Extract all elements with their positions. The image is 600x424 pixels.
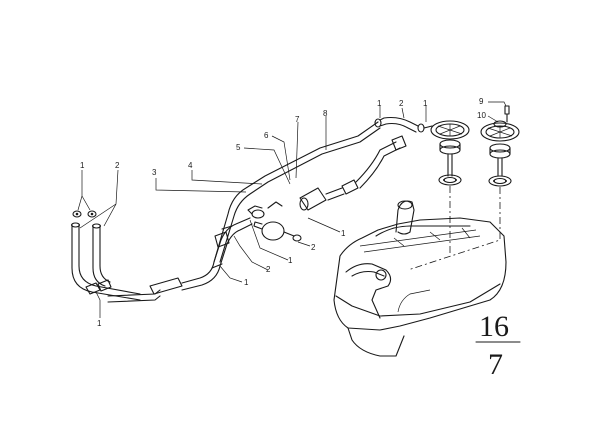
- callout-7: 7: [295, 115, 300, 124]
- main-fuel-line: [107, 121, 381, 303]
- callout-8: 8: [323, 109, 328, 118]
- callout-6: 6: [264, 131, 269, 140]
- callout-2-top: 2: [399, 99, 404, 108]
- fuel-sender-unit-left: [430, 120, 470, 186]
- callout-2-left: 2: [115, 161, 120, 170]
- page-ref-denominator: 7: [488, 348, 503, 381]
- page-reference: 16 7: [475, 310, 521, 381]
- fuel-tank: [333, 200, 507, 357]
- callout-1-top-b: 1: [423, 99, 428, 108]
- callout-5: 5: [236, 143, 241, 152]
- callout-labels: 1 2 1 1 2 1 2 1 3 4 5 6 7 8 1 2 1 9 10: [80, 97, 486, 328]
- callout-1-bottom: 1: [97, 319, 102, 328]
- callout-1-top-a: 1: [377, 99, 382, 108]
- callout-1-mid-c: 1: [341, 229, 346, 238]
- callout-1-left: 1: [80, 161, 85, 170]
- callout-1-mid-b: 1: [288, 256, 293, 265]
- page-ref-numerator: 16: [479, 310, 509, 343]
- callout-9: 9: [479, 97, 484, 106]
- callout-2-mid-a: 2: [266, 265, 271, 274]
- callout-4: 4: [188, 161, 193, 170]
- hose-clamp-left-pair: [72, 210, 97, 218]
- assembly-guide-lines: [407, 186, 501, 271]
- callout-1-mid-a: 1: [244, 278, 249, 287]
- callout-2-mid-b: 2: [311, 243, 316, 252]
- left-vent-pipes: [70, 222, 141, 301]
- fuel-filter: [247, 201, 302, 242]
- leader-lines: [77, 101, 507, 318]
- fuel-pump: [299, 135, 407, 211]
- callout-3: 3: [152, 168, 157, 177]
- fuel-sender-unit-right: [480, 105, 520, 187]
- top-hoses: [374, 116, 433, 133]
- callout-10: 10: [477, 111, 486, 120]
